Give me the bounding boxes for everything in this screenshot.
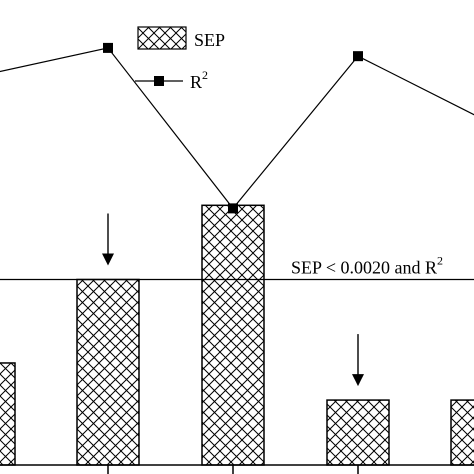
legend-sep-swatch — [137, 26, 187, 50]
legend-r2-marker — [154, 76, 164, 86]
legend: SEP R2 — [135, 26, 225, 92]
sep-bar — [326, 399, 390, 466]
sep-bars — [0, 204, 474, 466]
legend-r2-label: R2 — [190, 68, 208, 92]
r2-point — [228, 203, 238, 214]
sep-bar — [76, 278, 140, 466]
r2-point — [353, 51, 363, 62]
r2-line — [0, 47, 474, 210]
sep-bar — [0, 362, 16, 466]
r2-line-series — [0, 42, 474, 214]
sep-bar — [450, 399, 474, 466]
threshold-group: SEP < 0.0020 and R2 — [0, 254, 474, 281]
sep-bar — [201, 204, 265, 466]
highlight-arrow-head — [102, 253, 114, 266]
highlight-arrow-head — [352, 374, 364, 387]
r2-point — [103, 42, 113, 53]
legend-sep-label: SEP — [194, 30, 225, 50]
threshold-label: SEP < 0.0020 and R2 — [291, 254, 443, 278]
highlight-arrows — [102, 213, 364, 387]
x-axis — [0, 464, 474, 474]
